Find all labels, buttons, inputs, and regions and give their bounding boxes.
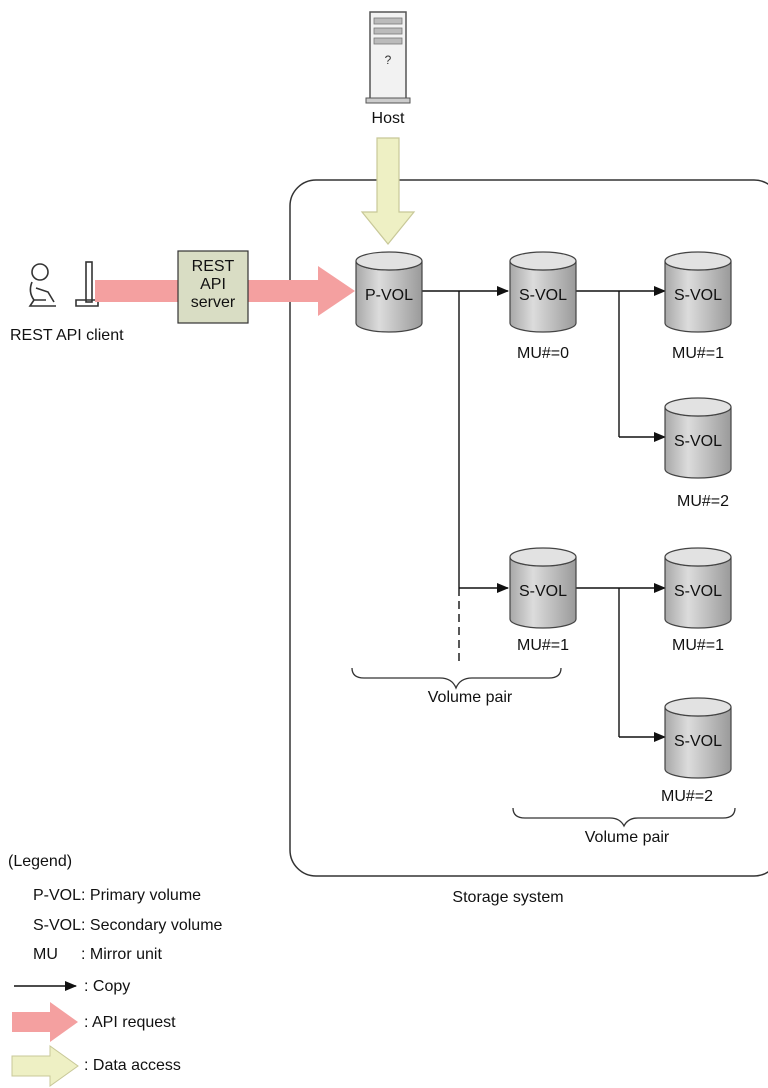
data-access-arrow bbox=[360, 137, 416, 245]
svol-b-label: S-VOL bbox=[518, 583, 568, 600]
server-line-2: API bbox=[200, 276, 226, 293]
host-server-icon: ? bbox=[365, 11, 411, 104]
legend-copy: : Copy bbox=[84, 978, 131, 995]
copy-lines bbox=[422, 286, 666, 742]
rest-api-server-box bbox=[177, 250, 249, 324]
api-request-shaft-left bbox=[95, 280, 178, 302]
host-label: Host bbox=[371, 110, 405, 127]
svol-a2-label: S-VOL bbox=[673, 433, 723, 450]
mu-label-a2: MU#=2 bbox=[676, 493, 730, 510]
api-request-arrow bbox=[248, 266, 355, 316]
volume-pair-label-right: Volume pair bbox=[584, 829, 670, 846]
volume-pair-brace-right bbox=[512, 807, 736, 828]
rest-api-server-label: REST API server bbox=[178, 258, 248, 312]
svol-a1-label: S-VOL bbox=[673, 287, 723, 304]
legend-api-arrow bbox=[12, 1002, 78, 1042]
storage-system-box bbox=[289, 179, 768, 877]
svg-text:?: ? bbox=[385, 53, 392, 67]
svol-b2-cylinder bbox=[664, 697, 732, 779]
legend-title: (Legend) bbox=[8, 853, 73, 870]
svol-b-cylinder bbox=[509, 547, 577, 629]
mu-label-a1: MU#=1 bbox=[671, 345, 725, 362]
user-at-computer-icon bbox=[28, 261, 99, 307]
svol-a-cylinder bbox=[509, 251, 577, 333]
mu-label-b2: MU#=2 bbox=[660, 788, 714, 805]
pvol-label: P-VOL bbox=[364, 287, 414, 304]
mu-label-b: MU#=1 bbox=[516, 637, 570, 654]
legend-svol: S-VOL: Secondary volume bbox=[33, 917, 223, 934]
svol-b2-label: S-VOL bbox=[673, 733, 723, 750]
svol-a2-cylinder bbox=[664, 397, 732, 479]
volume-pair-label-left: Volume pair bbox=[427, 689, 513, 706]
legend-data: : Data access bbox=[84, 1057, 181, 1074]
legend-api: : API request bbox=[84, 1014, 176, 1031]
svol-a1-cylinder bbox=[664, 251, 732, 333]
svol-a-label: S-VOL bbox=[518, 287, 568, 304]
svol-b1-cylinder bbox=[664, 547, 732, 629]
legend-pvol: P-VOL: Primary volume bbox=[33, 887, 202, 904]
storage-system-label: Storage system bbox=[452, 889, 564, 906]
legend-data-arrow bbox=[11, 1045, 79, 1087]
volume-pair-brace-left bbox=[351, 667, 562, 690]
svol-b1-label: S-VOL bbox=[673, 583, 723, 600]
legend-mu-desc: : Mirror unit bbox=[81, 946, 162, 963]
mu-label-a: MU#=0 bbox=[516, 345, 570, 362]
client-label: REST API client bbox=[10, 327, 124, 344]
server-line-1: REST bbox=[191, 258, 235, 275]
mu-label-b1: MU#=1 bbox=[671, 637, 725, 654]
legend-mu-key: MU bbox=[33, 946, 58, 963]
pvol-cylinder bbox=[355, 251, 423, 333]
server-line-3: server bbox=[190, 294, 236, 311]
